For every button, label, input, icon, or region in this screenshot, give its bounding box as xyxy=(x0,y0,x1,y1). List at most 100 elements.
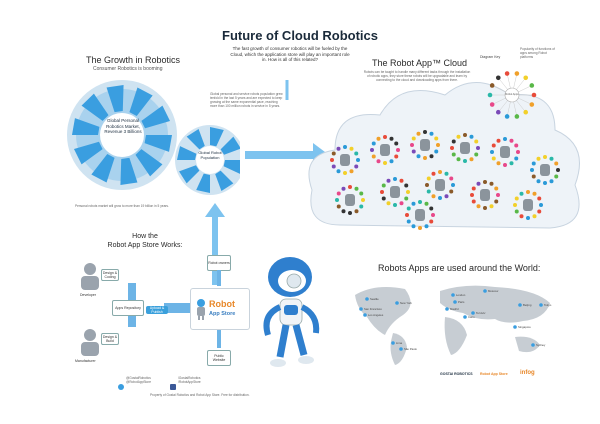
key-dot xyxy=(523,75,529,81)
robot-app-store-footer-logo[interactable]: Robot App Store xyxy=(480,372,508,376)
key-dot xyxy=(489,102,495,107)
app-dot xyxy=(456,134,461,139)
app-dot xyxy=(371,141,376,146)
app-dot xyxy=(434,136,439,141)
twitter-icon[interactable] xyxy=(118,377,124,395)
population-text: Global personal and service robots popul… xyxy=(210,92,283,108)
footer-social-twitter[interactable]: @GostaiRobotics @RobotAppStore xyxy=(126,376,152,384)
app-dot xyxy=(361,198,365,202)
app-dot xyxy=(349,169,354,174)
app-dot xyxy=(543,181,547,185)
robot-platform-icon xyxy=(390,186,400,198)
app-dot xyxy=(376,159,381,164)
app-dot xyxy=(474,139,479,144)
app-dot xyxy=(519,191,524,196)
app-dot xyxy=(429,219,434,224)
app-dot xyxy=(444,171,449,176)
app-dot xyxy=(343,171,347,175)
city-dot xyxy=(531,343,535,347)
app-dot xyxy=(404,183,409,188)
app-dot xyxy=(383,161,387,165)
app-dot xyxy=(331,164,336,169)
how-title-line2: Robot App Store Works: xyxy=(107,242,183,249)
app-dot xyxy=(386,201,391,206)
app-dot xyxy=(469,134,474,139)
world-title: Robots Apps are used around the World: xyxy=(378,263,541,273)
app-dot xyxy=(359,191,364,196)
robot-app-store-logo[interactable]: Robot App Store xyxy=(190,288,250,330)
city-dot xyxy=(365,297,369,301)
app-dot xyxy=(396,148,400,152)
gear-tooth xyxy=(215,170,234,191)
gostai-logo[interactable]: GOSTAI ROBOTICS xyxy=(440,372,473,376)
app-dot xyxy=(554,174,559,179)
app-dot xyxy=(532,214,537,219)
app-dot xyxy=(411,149,416,154)
growth-footer-note: Personal robots market will grow to more… xyxy=(75,204,169,208)
cloud-title: The Robot App™ Cloud xyxy=(372,58,468,68)
key-dot xyxy=(487,92,493,98)
app-dot xyxy=(383,135,387,139)
app-dot xyxy=(336,169,341,174)
app-dot xyxy=(444,194,449,199)
infographic-logo[interactable]: infog xyxy=(520,370,535,376)
app-dot xyxy=(348,211,352,215)
app-dot xyxy=(489,181,494,186)
key-dot xyxy=(529,102,535,107)
app-dot xyxy=(526,216,530,220)
store-logo-line2: App Store xyxy=(209,311,236,317)
app-dot xyxy=(429,131,434,136)
app-dot xyxy=(336,191,341,196)
app-dot xyxy=(537,196,542,201)
gear-tooth xyxy=(223,160,240,174)
app-dot xyxy=(549,179,554,184)
app-dot xyxy=(335,198,339,202)
app-dot xyxy=(451,183,455,187)
city-dot xyxy=(513,325,517,329)
city-dot xyxy=(363,313,367,317)
app-dot xyxy=(359,204,364,209)
city-dot xyxy=(453,300,457,304)
app-dot xyxy=(331,151,336,156)
app-dot xyxy=(380,190,384,194)
app-dot xyxy=(381,183,386,188)
app-dot xyxy=(514,156,519,161)
robot-platform-icon xyxy=(435,179,445,191)
app-dot xyxy=(336,204,341,209)
app-dot xyxy=(343,145,347,149)
app-dot xyxy=(336,146,341,151)
footer-social-facebook[interactable]: /GostaiRobotics /RobotAppStore xyxy=(178,376,201,384)
app-dot xyxy=(434,149,439,154)
app-dot xyxy=(418,226,422,230)
app-dot xyxy=(503,163,507,167)
world-map xyxy=(355,285,550,365)
app-dot xyxy=(514,209,519,214)
app-dot xyxy=(348,185,352,189)
app-dot xyxy=(423,156,427,160)
intro-text: The fast growth of consumer robotics wil… xyxy=(230,46,350,62)
robot-platform-icon xyxy=(420,139,430,151)
developer-label: Developer xyxy=(80,293,96,297)
facebook-icon[interactable] xyxy=(170,377,176,395)
city-label: Lima xyxy=(396,341,403,345)
robot-platform-icon xyxy=(523,199,533,211)
design-coding-box: Design & Coding xyxy=(101,269,119,281)
gear-small-label: Global Robot Population xyxy=(198,150,222,160)
app-dot xyxy=(536,156,541,161)
city-label: Cairo xyxy=(468,315,475,319)
city-dot xyxy=(399,347,403,351)
gear-tooth xyxy=(106,85,124,113)
app-dot xyxy=(526,190,530,194)
app-dot xyxy=(423,130,427,134)
public-website-box: Public Website xyxy=(207,350,231,366)
app-dot xyxy=(471,199,476,204)
app-dot xyxy=(386,178,391,183)
design-build-box: Design & Build xyxy=(101,333,119,345)
store-logo-line1: Robot xyxy=(209,299,235,309)
app-dot xyxy=(354,209,359,214)
app-dot xyxy=(494,186,499,191)
app-dot xyxy=(519,214,524,219)
app-dot xyxy=(476,146,480,150)
app-dot xyxy=(549,156,554,161)
robot-platform-icon xyxy=(345,194,355,206)
